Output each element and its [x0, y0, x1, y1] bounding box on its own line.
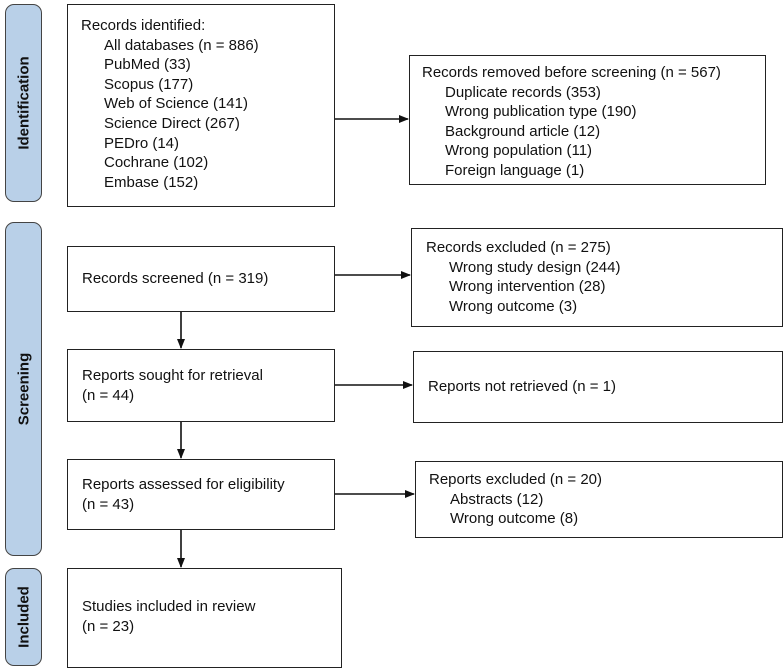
reports-assessed-line2: (n = 43) — [82, 495, 135, 513]
records-excluded-title: Records excluded (n = 275) — [426, 239, 611, 256]
records-screened-text: Records screened (n = 319) — [82, 270, 269, 287]
removed-item: Background article (12) — [445, 122, 601, 140]
reports-sought-box: Reports sought for retrieval (n = 44) — [67, 349, 335, 422]
studies-included-line2: (n = 23) — [82, 617, 135, 635]
records-removed-box: Records removed before screening (n = 56… — [409, 55, 766, 185]
reports-excluded-title: Reports excluded (n = 20) — [429, 471, 603, 488]
records-identified-box: Records identified: All databases (n = 8… — [67, 4, 335, 207]
removed-item: Wrong publication type (190) — [445, 103, 637, 121]
phase-identification: Identification — [5, 4, 42, 202]
records-identified-title: Records identified: — [81, 17, 206, 34]
studies-included-line1: Studies included in review — [82, 598, 256, 615]
identified-item: Embase (152) — [104, 173, 199, 191]
identified-item: PubMed (33) — [104, 56, 191, 74]
reports-assessed-box: Reports assessed for eligibility (n = 43… — [67, 459, 335, 530]
excluded-item: Wrong intervention (28) — [449, 278, 606, 296]
reports-excluded-item: Wrong outcome (8) — [450, 510, 579, 528]
phase-included: Included — [5, 568, 42, 666]
identified-item: Scopus (177) — [104, 75, 194, 93]
reports-assessed-line1: Reports assessed for eligibility — [82, 476, 285, 493]
reports-excluded-box: Reports excluded (n = 20) Abstracts (12)… — [415, 461, 783, 538]
reports-sought-line2: (n = 44) — [82, 386, 135, 404]
records-removed-title: Records removed before screening (n = 56… — [422, 64, 721, 81]
removed-item: Wrong population (11) — [445, 142, 593, 160]
records-excluded-box: Records excluded (n = 275) Wrong study d… — [411, 228, 783, 327]
removed-item: Foreign language (1) — [445, 161, 585, 179]
phase-screening: Screening — [5, 222, 42, 556]
excluded-item: Wrong study design (244) — [449, 258, 621, 276]
reports-excluded-item: Abstracts (12) — [450, 490, 544, 508]
identified-item: All databases (n = 886) — [104, 36, 259, 54]
reports-not-retrieved-text: Reports not retrieved (n = 1) — [428, 378, 617, 395]
identified-item: PEDro (14) — [104, 134, 180, 152]
removed-item: Duplicate records (353) — [445, 83, 601, 101]
reports-sought-line1: Reports sought for retrieval — [82, 367, 263, 384]
identified-item: Science Direct (267) — [104, 114, 240, 132]
identified-item: Web of Science (141) — [104, 95, 248, 113]
records-screened-box: Records screened (n = 319) — [67, 246, 335, 312]
reports-not-retrieved-box: Reports not retrieved (n = 1) — [413, 351, 783, 423]
excluded-item: Wrong outcome (3) — [449, 297, 578, 315]
studies-included-box: Studies included in review (n = 23) — [67, 568, 342, 668]
identified-item: Cochrane (102) — [104, 154, 209, 172]
